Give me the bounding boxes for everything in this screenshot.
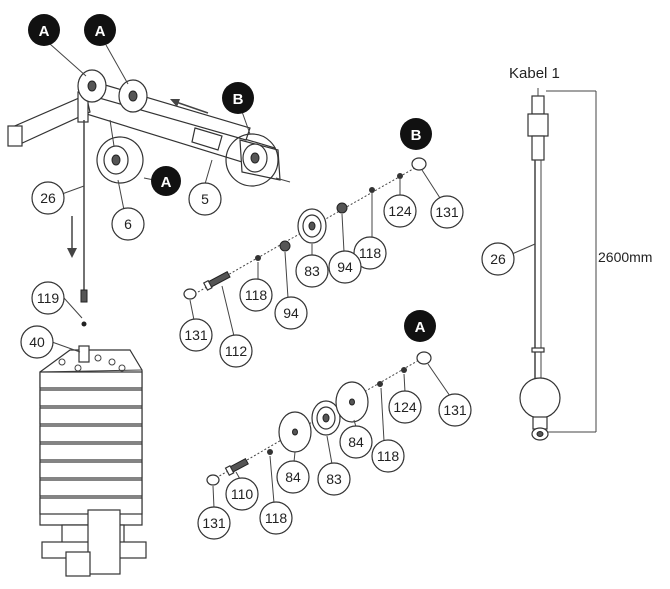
callout-131-b-right: 131 xyxy=(421,169,464,229)
svg-text:124: 124 xyxy=(388,203,412,219)
cable-title: Kabel 1 xyxy=(509,65,560,82)
svg-text:112: 112 xyxy=(225,343,248,359)
svg-text:118: 118 xyxy=(377,448,400,464)
svg-text:83: 83 xyxy=(326,471,342,487)
callout-118-a-left: 118 xyxy=(259,455,293,535)
callout-118-a-right: 118 xyxy=(371,387,405,473)
callout-26: 26 xyxy=(31,181,85,215)
cable-length: 2600mm xyxy=(598,249,652,265)
callout-84-a-left: 84 xyxy=(276,451,310,494)
callout-124-b: 124 xyxy=(383,178,417,228)
direction-arrow-upper xyxy=(170,99,209,114)
badge-b-2-label: B xyxy=(411,127,422,144)
svg-text:118: 118 xyxy=(265,510,288,526)
callout-40: 40 xyxy=(20,325,81,359)
callout-131-a-right: 131 xyxy=(427,363,472,427)
svg-text:84: 84 xyxy=(348,434,364,450)
svg-text:131: 131 xyxy=(435,204,459,220)
pulley-right-top xyxy=(118,79,148,113)
exploded-group-a xyxy=(206,351,432,486)
badge-a-1-label: A xyxy=(39,23,50,40)
callout-26-cable: 26 xyxy=(481,242,536,276)
svg-text:131: 131 xyxy=(184,327,208,343)
callout-118-b-left: 118 xyxy=(239,262,273,312)
badge-b-2: B xyxy=(400,118,432,150)
svg-text:5: 5 xyxy=(201,191,209,207)
svg-text:26: 26 xyxy=(40,190,56,206)
callout-119: 119 xyxy=(31,281,83,319)
callout-84-a-right: 84 xyxy=(339,419,373,459)
svg-text:83: 83 xyxy=(304,263,320,279)
svg-text:84: 84 xyxy=(285,469,301,485)
callout-131-a-left: 131 xyxy=(197,485,231,540)
callout-124-a: 124 xyxy=(388,373,422,424)
badge-b-1-label: B xyxy=(233,91,244,108)
cable-end-fitting xyxy=(80,289,88,303)
callout-83-a: 83 xyxy=(317,435,351,496)
direction-arrow-down xyxy=(67,216,77,258)
pulley-front xyxy=(225,133,279,187)
weight-stack xyxy=(39,345,147,577)
callout-118-b-right: 118 xyxy=(353,192,387,270)
badge-a-3: A xyxy=(143,166,181,196)
badge-a-1: A xyxy=(28,14,87,77)
callout-94-b-left: 94 xyxy=(274,251,308,330)
callout-110: 110 xyxy=(225,471,259,511)
svg-text:119: 119 xyxy=(37,290,60,306)
svg-text:131: 131 xyxy=(443,402,467,418)
callout-6: 6 xyxy=(111,179,145,241)
pulley-left-top xyxy=(77,69,107,103)
callout-131-b-left: 131 xyxy=(179,299,213,352)
badge-a-3-label: A xyxy=(161,174,172,191)
badge-a-4-label: A xyxy=(415,319,426,336)
svg-text:110: 110 xyxy=(231,486,254,502)
callout-5: 5 xyxy=(188,159,222,216)
callout-112: 112 xyxy=(219,285,253,368)
badge-a-4: A xyxy=(404,310,436,342)
svg-text:40: 40 xyxy=(29,334,45,350)
exploded-group-b xyxy=(183,157,427,300)
pulley-hanging xyxy=(96,119,144,184)
badge-a-2: A xyxy=(84,14,129,85)
svg-text:124: 124 xyxy=(393,399,417,415)
svg-text:26: 26 xyxy=(490,251,506,267)
badge-b-1: B xyxy=(222,82,254,135)
svg-text:118: 118 xyxy=(359,245,382,261)
part-119-washer xyxy=(81,321,87,327)
callout-94-b-right: 94 xyxy=(328,213,362,284)
svg-text:94: 94 xyxy=(337,259,353,275)
svg-text:94: 94 xyxy=(283,305,299,321)
svg-text:6: 6 xyxy=(124,216,132,232)
callout-83-b: 83 xyxy=(295,244,329,288)
svg-text:131: 131 xyxy=(202,515,226,531)
badge-a-2-label: A xyxy=(95,23,106,40)
svg-text:118: 118 xyxy=(245,287,268,303)
cable-detail xyxy=(519,88,597,441)
